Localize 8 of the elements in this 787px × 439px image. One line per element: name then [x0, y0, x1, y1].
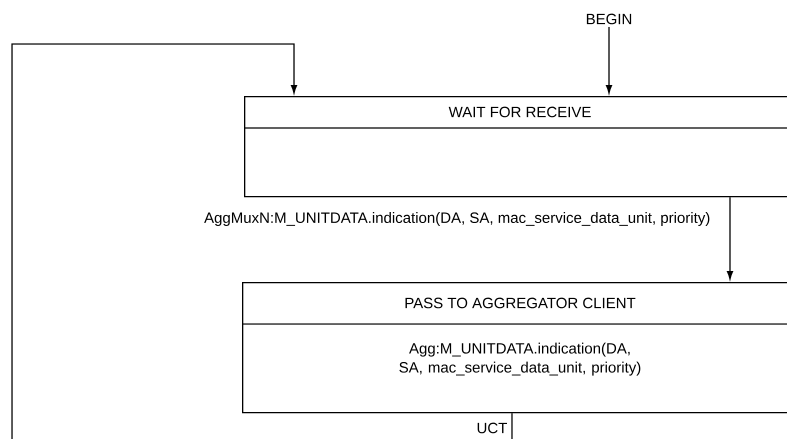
- arrow: [726, 197, 734, 280]
- arrow: [606, 26, 612, 94]
- state-box: PASS TO AGGREGATOR CLIENT Agg:M_UNITDATA.indication(DA, SA, mac_service_data_unit, priority): [242, 282, 787, 414]
- arrow: [11, 43, 513, 439]
- start-label: BEGIN: [586, 14, 632, 24]
- edge-label: AggMuxN:M_UNITDATA.indication(DA, SA, mac_service_data_unit, priority): [203, 211, 712, 227]
- edge-label: UCT: [476, 422, 508, 434]
- state-box: WAIT FOR RECEIVE: [244, 96, 787, 198]
